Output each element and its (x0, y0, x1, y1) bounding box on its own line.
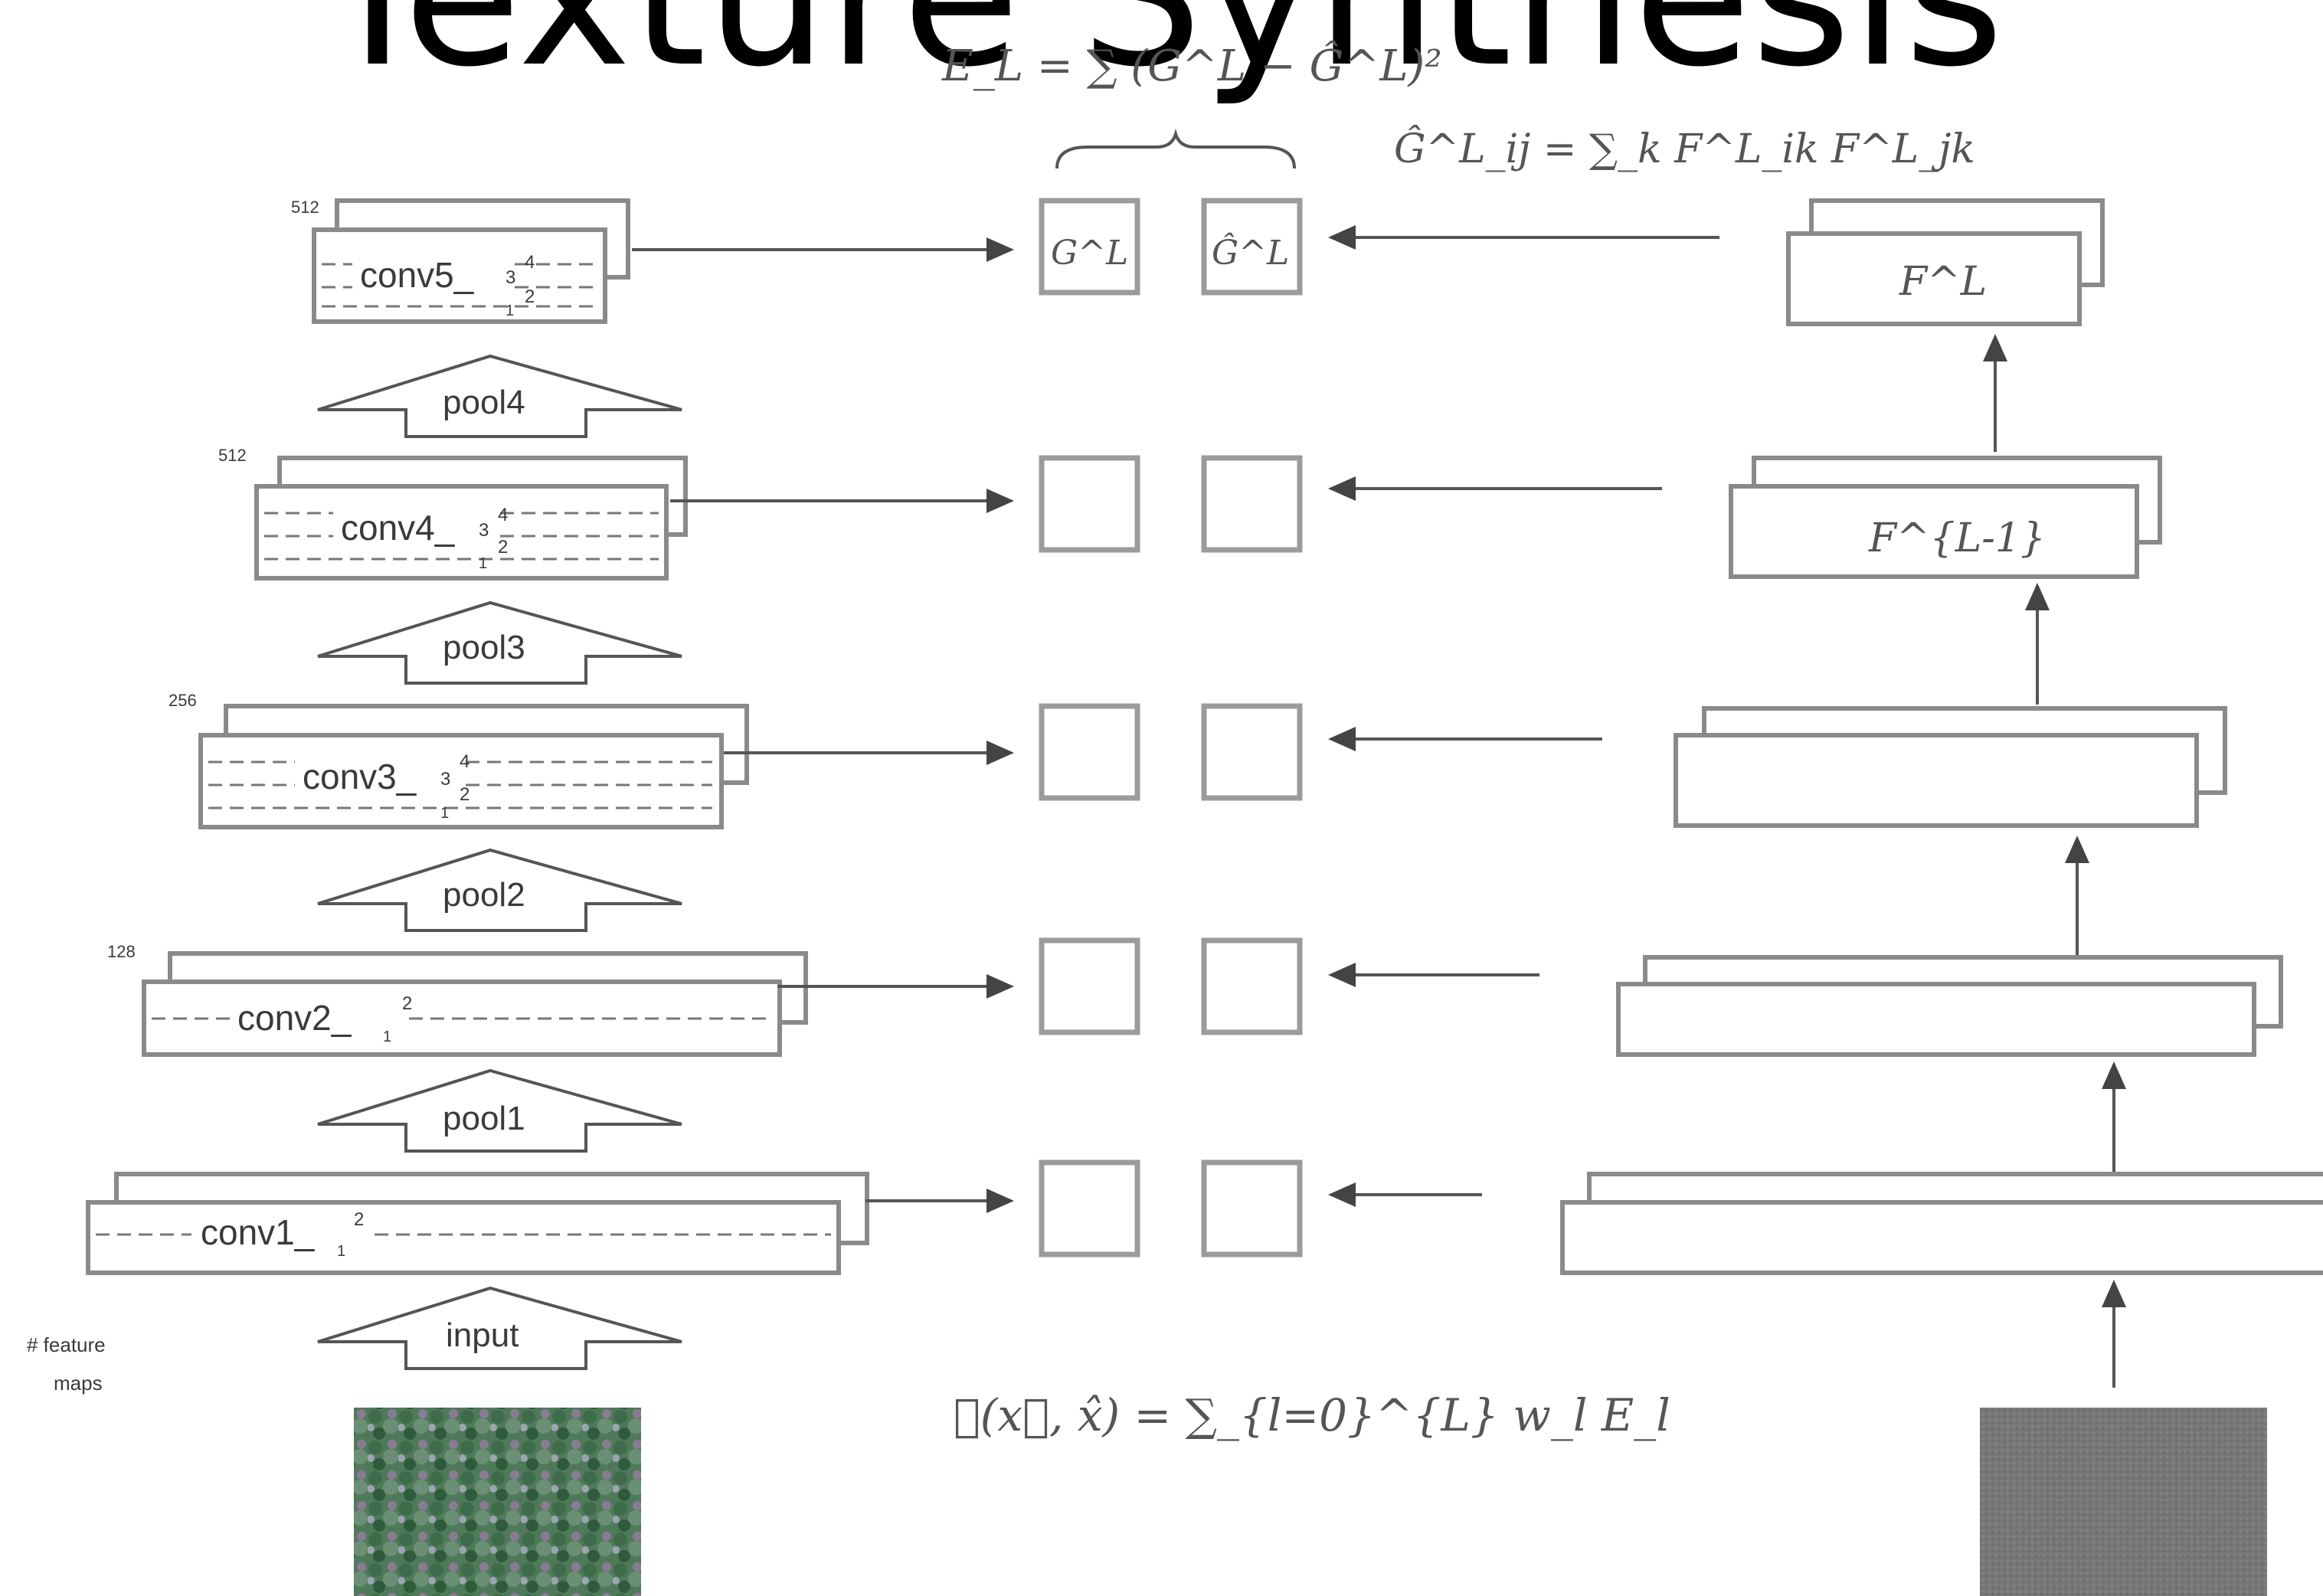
conv1-block: conv1_ 2 1 (86, 1172, 1014, 1275)
conv3-block: conv3_ 3 4 2 1 256 (168, 691, 1014, 829)
right-layer-2 (1616, 955, 2283, 1057)
conv5-sub-c: 2 (525, 286, 535, 307)
conv3-sub-b: 4 (460, 751, 470, 772)
layer-loss-equation: E_L = ∑ (G^L − Ĝ^L)² (941, 40, 1442, 91)
input-arrow: input (317, 1286, 682, 1370)
pool3-label: pool3 (443, 629, 525, 666)
conv5-block: conv5_ 3 4 2 1 512 (291, 198, 1014, 324)
conv5-sub-d: 1 (505, 303, 514, 319)
pool4-arrow: pool4 (317, 354, 682, 438)
conv1-sub-b: 1 (337, 1243, 345, 1260)
gram-matrices: G^L Ĝ^L (1039, 198, 1303, 1258)
gram-G-hat-label: Ĝ^L (1212, 232, 1289, 273)
conv4-sub-d: 1 (479, 555, 487, 572)
right-layer-5: F^L (1786, 198, 2105, 326)
pool3-arrow: pool3 (317, 600, 682, 685)
conv3-maps: 256 (168, 691, 197, 710)
conv2-maps: 128 (107, 942, 136, 961)
pool1-arrow: pool1 (317, 1068, 682, 1153)
pool2-label: pool2 (443, 876, 525, 914)
conv5-maps: 512 (291, 198, 319, 217)
page-title: Texture Synthesis (0, 0, 2323, 93)
feature-maps-label-line2: maps (54, 1372, 103, 1395)
conv4-label: conv4_ (341, 508, 456, 548)
input-label: input (446, 1316, 519, 1354)
conv4-sub-b: 4 (498, 505, 508, 525)
gram-G-label: G^L (1051, 234, 1128, 273)
conv5-sub-b: 4 (525, 252, 535, 273)
noise-input-image (1980, 1408, 2267, 1596)
pool1-label: pool1 (443, 1100, 525, 1137)
right-layer-3 (1674, 706, 2227, 828)
right-layer-1 (1560, 1172, 2323, 1275)
conv1-sub-a: 2 (354, 1209, 364, 1230)
conv3-label: conv3_ (303, 757, 417, 796)
conv4-maps: 512 (218, 446, 247, 465)
total-loss-equation: ℒ(x⃗, x̂) = ∑_{l=0}^{L} w_l E_l (954, 1389, 1670, 1441)
conv3-sub-d: 1 (440, 805, 449, 822)
F-L-label: F^L (1899, 259, 1987, 305)
F-L-1-label: F^{L-1} (1868, 515, 2046, 561)
conv2-label: conv2_ (237, 998, 352, 1038)
pool4-label: pool4 (443, 384, 525, 421)
input-texture-image (354, 1408, 641, 1596)
pool2-arrow: pool2 (317, 848, 682, 932)
conv3-sub-c: 2 (460, 784, 470, 805)
conv2-block: conv2_ 2 1 128 (107, 942, 1014, 1057)
conv5-label: conv5_ (360, 255, 475, 295)
conv1-label: conv1_ (201, 1212, 316, 1252)
feature-maps-label-line1: # feature (27, 1333, 106, 1356)
conv5-sub-a: 3 (505, 267, 515, 288)
conv3-sub-a: 3 (440, 769, 450, 790)
conv2-sub-b: 1 (383, 1029, 391, 1045)
conv4-sub-a: 3 (479, 520, 489, 541)
gram-matrix-equation: Ĝ^L_ij = ∑_k F^L_ik F^L_jk (1394, 125, 1975, 172)
conv4-sub-c: 2 (498, 537, 508, 558)
brace (1055, 128, 1296, 169)
right-layer-4: F^{L-1} (1729, 456, 2162, 579)
conv2-sub-a: 2 (402, 993, 412, 1014)
conv4-block: conv4_ 3 4 2 1 512 (218, 446, 1014, 581)
